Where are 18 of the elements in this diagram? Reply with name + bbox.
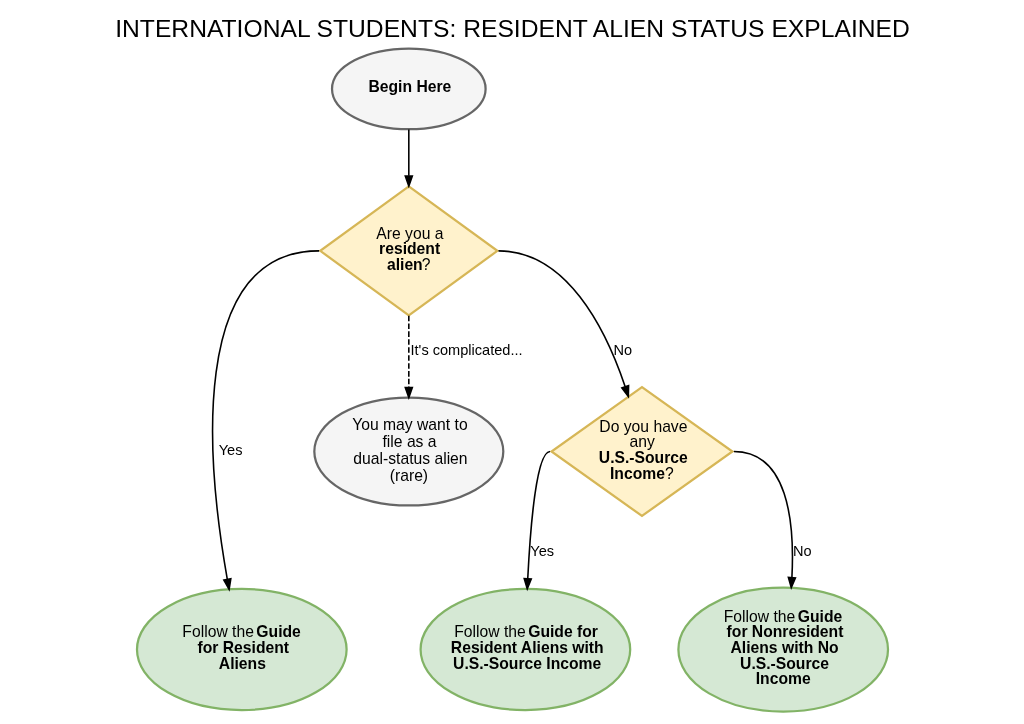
edge-label: No (613, 341, 632, 358)
node-ellipse: Follow the Guide for Nonresident Aliens with No U.S.-Source Income (676, 586, 889, 713)
node-diamond: Are you a resident alien? (317, 185, 499, 317)
edge-label: No (792, 542, 812, 559)
arrow (211, 250, 320, 592)
diagram-title: INTERNATIONAL STUDENTS: RESIDENT ALIEN STATUS EXPLAINED (114, 14, 910, 42)
edge-label: It's complicated... (410, 341, 523, 358)
arrow (403, 315, 413, 400)
arrow (403, 128, 413, 189)
node-ellipse: Begin Here (330, 47, 487, 131)
arrow (522, 450, 551, 592)
node-ellipse: You may want to file as a dual-status alien (rare) (312, 396, 504, 507)
edge-label: Yes (529, 542, 554, 559)
edge-label: Yes (218, 442, 242, 459)
arrow (732, 450, 797, 591)
node-ellipse: Follow the Guide for Resident Aliens (135, 587, 348, 712)
arrow (497, 250, 629, 399)
node-ellipse: Follow the Guide for Resident Aliens with U.S.-Source Income (418, 587, 631, 712)
